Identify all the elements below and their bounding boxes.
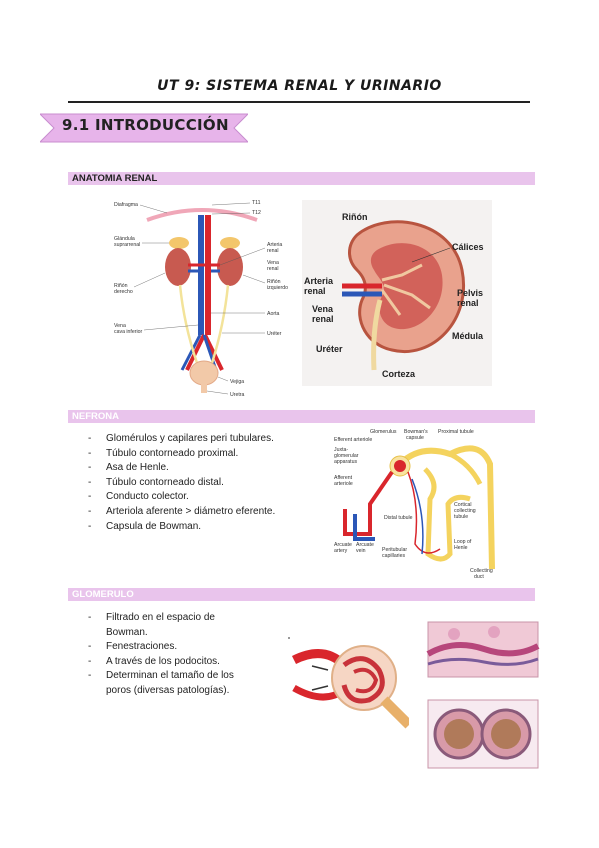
list-item: Capsula de Bowman. [88, 520, 318, 535]
nephron-diagram: Glomerulus Bowman's capsule Proximal tub… [334, 429, 495, 580]
label-collecting-duct-2: duct [474, 574, 484, 580]
label-pelvis-2: renal [457, 298, 479, 308]
section-bar-label: GLOMERULO [72, 589, 134, 600]
label-arcuate-artery: Arcuate [334, 542, 352, 548]
label-peritubular: Peritubular [382, 547, 407, 553]
label-vena-renal-2: renal [267, 266, 279, 272]
label-arteria-renal-2: renal [267, 248, 279, 254]
glomerulus-diagram [288, 637, 409, 729]
label-aorta: Aorta [267, 311, 280, 317]
label-vejiga: Vejiga [230, 379, 244, 385]
list-item: Túbulo contorneado proximal. [88, 447, 318, 462]
label-glomerulus: Glomerulus [370, 429, 397, 435]
label-arcuate-artery-2: artery [334, 548, 348, 554]
label-cortical: Cortical [454, 502, 472, 508]
label-rinon-izquierdo: Riñón [267, 279, 281, 285]
label-calices: Cálices [452, 242, 484, 252]
label-loop-2: Henle [454, 545, 468, 551]
section-bar-glomerulo: GLOMERULO [68, 588, 535, 601]
list-item: Glomérulos y capilares peri tubulares. [88, 432, 318, 447]
label-arteria-renal: Arteria [267, 242, 282, 248]
label-rinon: Riñón [342, 212, 368, 222]
label-vena-cava-2: cava inferior [114, 329, 143, 335]
label-arcuate-vein-2: vein [356, 548, 366, 554]
label-rinon-derecho: Riñón [114, 283, 128, 289]
filtration-barrier-diagram [426, 621, 540, 769]
kidney-section-diagram: Riñón Cálices Arteria renal Vena renal P… [302, 200, 492, 386]
label-juxta-3: apparatus [334, 459, 357, 465]
section-bar-nefrona: NEFRONA [68, 410, 535, 423]
label-diafragma: Diafragma [114, 202, 138, 208]
label-afferent-2: arteriole [334, 481, 353, 487]
label-proximal: Proximal tubule [438, 429, 474, 435]
title-underline [68, 101, 530, 103]
label-uretra: Uretra [230, 392, 245, 398]
label-vena-renal: Vena [267, 260, 279, 266]
label-distal: Distal tubule [384, 515, 413, 521]
label-vena-cava: Vena [114, 323, 126, 329]
urinary-system-diagram: Diafragma T11 T12 Glándula suprarrenal A… [114, 200, 288, 398]
label-cortical-2: collecting [454, 508, 476, 514]
list-item: A través de los podocitos. [88, 655, 258, 670]
section-bar-label: NEFRONA [72, 411, 119, 422]
document-title: UT 9: SISTEMA RENAL Y URINARIO [157, 78, 442, 94]
label-afferent: Afferent [334, 475, 353, 481]
section-ribbon [40, 113, 248, 143]
label-t11: T11 [252, 200, 261, 206]
label-arteria-renal-kidney-2: renal [304, 286, 326, 296]
list-item: Filtrado en el espacio de Bowman. [88, 611, 258, 640]
label-rinon-derecho-2: derecho [114, 289, 133, 295]
label-suprarrenal: suprarrenal [114, 242, 140, 248]
list-item: Túbulo contorneado distal. [88, 476, 318, 491]
list-item: Asa de Henle. [88, 461, 318, 476]
label-arcuate-vein: Arcuate [356, 542, 374, 548]
label-peritubular-2: capillaries [382, 553, 405, 559]
label-efferent: Efferent arteriole [334, 437, 372, 443]
label-juxta-2: glomerular [334, 453, 359, 459]
label-arteria-renal-kidney: Arteria [304, 276, 334, 286]
label-vena-renal-kidney-2: renal [312, 314, 334, 324]
label-cortical-3: tubule [454, 514, 468, 520]
nefrona-list: Glomérulos y capilares peri tubulares. T… [88, 432, 318, 534]
label-corteza: Corteza [382, 369, 416, 379]
label-ureter: Uréter [267, 331, 282, 337]
label-loop: Loop of [454, 539, 472, 545]
label-bowmans: Bowman's [404, 429, 428, 435]
list-item: Determinan el tamaño de los poros (diver… [88, 669, 258, 698]
section-bar-label: ANATOMIA RENAL [72, 173, 158, 184]
label-collecting-duct: Collecting [470, 568, 493, 574]
label-glandula: Glándula [114, 236, 135, 242]
section-title: 9.1 INTRODUCCIÓN [62, 116, 229, 134]
section-bar-anatomia: ANATOMIA RENAL [68, 172, 535, 185]
list-item: Fenestraciones. [88, 640, 258, 655]
list-item: Arteriola aferente > diámetro eferente. [88, 505, 318, 520]
label-medula: Médula [452, 331, 484, 341]
label-rinon-izquierdo-2: izquierdo [267, 285, 288, 291]
label-juxta: Juxta- [334, 447, 348, 453]
glomerulo-list: Filtrado en el espacio de Bowman. Fenest… [88, 611, 258, 699]
label-ureter-kidney: Uréter [316, 344, 343, 354]
label-vena-renal-kidney: Vena [312, 304, 334, 314]
label-t12: T12 [252, 210, 261, 216]
label-bowmans-2: capsule [406, 435, 424, 441]
list-item: Conducto colector. [88, 490, 318, 505]
label-pelvis: Pelvis [457, 288, 483, 298]
